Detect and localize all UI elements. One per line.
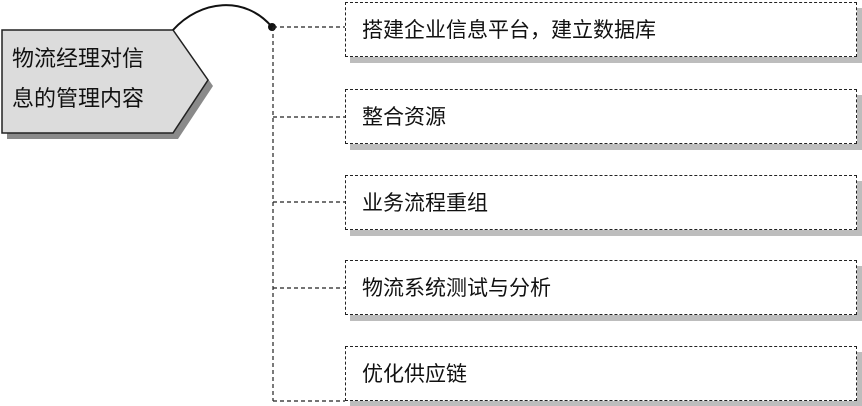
item-box: 业务流程重组 [345,175,857,230]
root-label-line1: 物流经理对信 [12,47,145,72]
curve-connector [172,4,273,31]
root-label: 物流经理对信 息的管理内容 [12,40,182,120]
item-box: 物流系统测试与分析 [345,260,857,315]
item-box: 搭建企业信息平台，建立数据库 [345,2,857,57]
root-shape [1,29,209,134]
item-box: 整合资源 [345,89,857,144]
junction-dot [268,23,276,31]
root-label-line2: 息的管理内容 [12,87,145,112]
item-box: 优化供应链 [345,346,857,401]
